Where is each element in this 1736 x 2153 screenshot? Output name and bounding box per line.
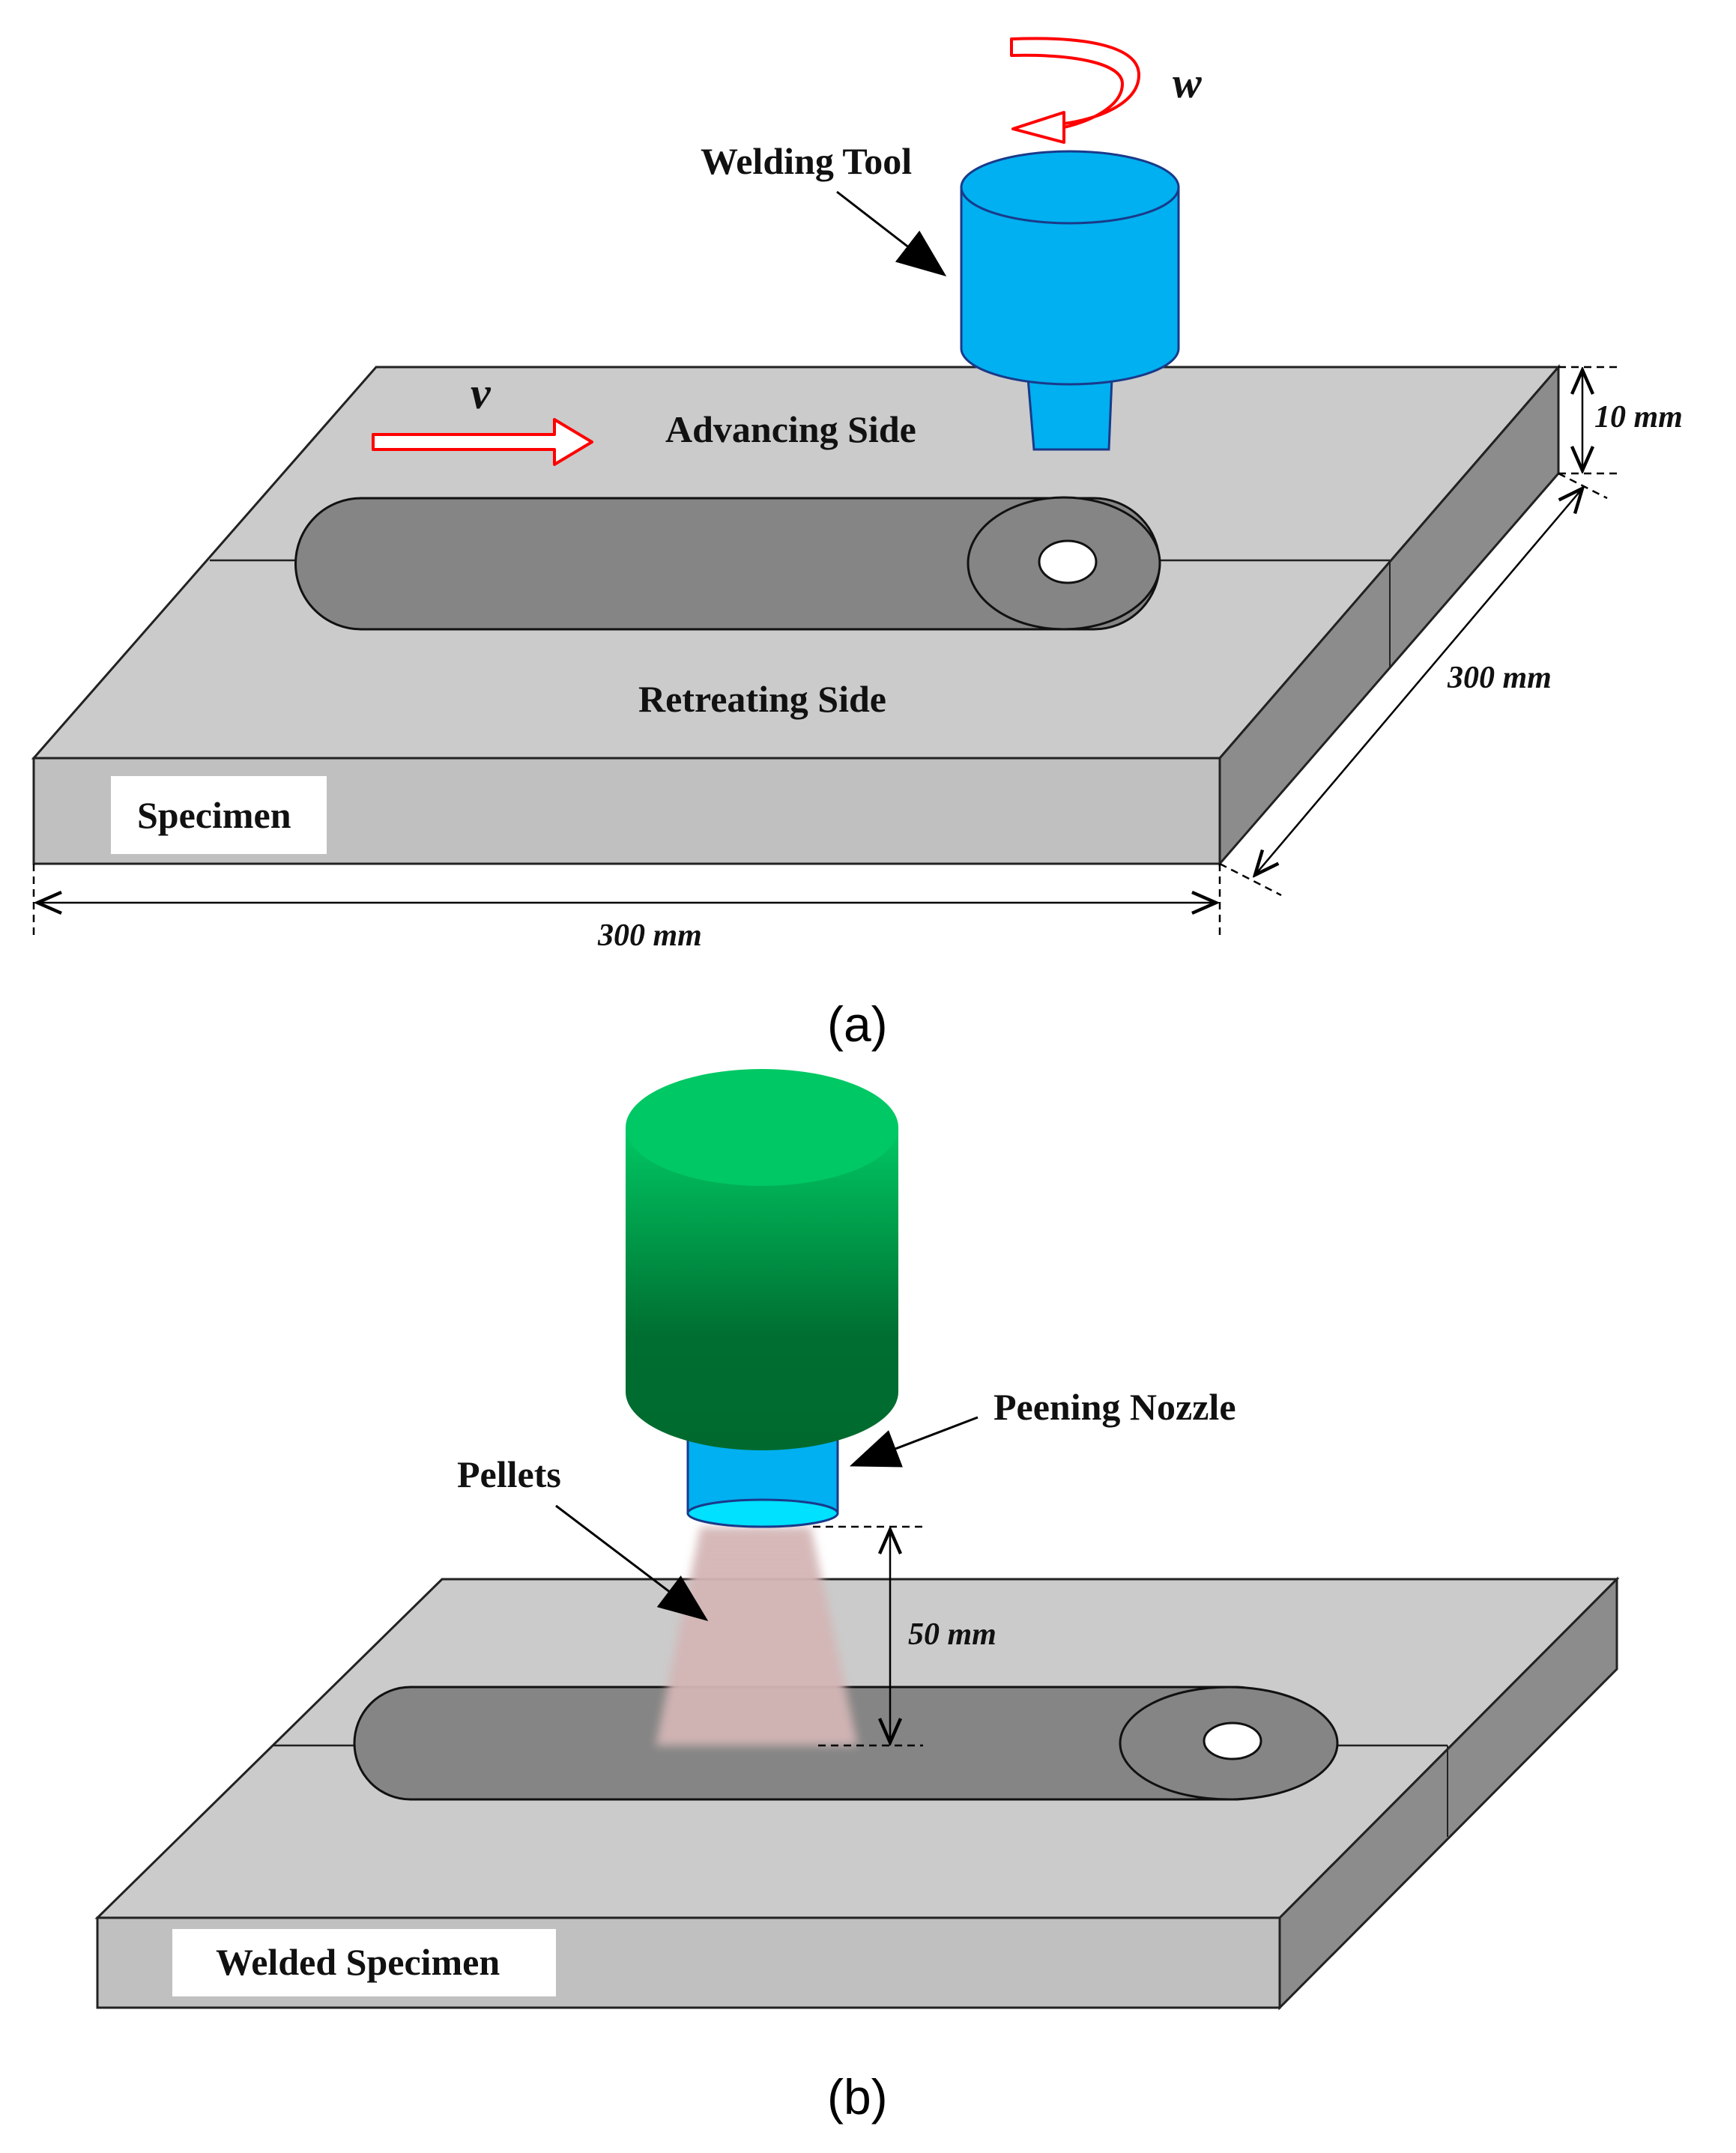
pellet-spray <box>656 1527 858 1745</box>
specimen-label-box-a: Specimen <box>111 776 327 854</box>
tool-body <box>960 186 1180 386</box>
width-value: 300 mm <box>597 918 702 953</box>
depth-dimension: 300 mm <box>1219 472 1608 897</box>
rotation-arrow: w <box>1010 37 1202 144</box>
weld-bead-a <box>294 496 1161 631</box>
depth-value: 300 mm <box>1447 661 1552 695</box>
weld-bead-track-a <box>294 497 1161 631</box>
panel-a: w v Welding Tool Advancing Side Retreati… <box>31 37 1683 1052</box>
specimen-label-bg-b <box>172 1929 556 1996</box>
depth-ext-bottom <box>1219 862 1282 897</box>
nozzle-leader-line <box>849 1416 979 1468</box>
tool-top <box>960 150 1180 225</box>
velocity-arrow: v <box>372 369 593 466</box>
nozzle-tip-opening <box>686 1498 839 1528</box>
pellet-spray-cone <box>656 1527 858 1745</box>
rotation-arrow-shape <box>1010 37 1140 144</box>
standoff-value: 50 mm <box>908 1617 996 1652</box>
velocity-arrow-shape <box>372 418 593 466</box>
panel-b: Peening Nozzle Pellets 50 mm Welded Spec… <box>94 1069 1620 2125</box>
panel-a-caption: (a) <box>827 996 888 1052</box>
nozzle-body <box>626 1127 898 1450</box>
thickness-value: 10 mm <box>1594 400 1683 434</box>
peening-nozzle-label: Peening Nozzle <box>993 1386 1236 1428</box>
rotation-symbol: w <box>1173 58 1202 107</box>
panel-b-caption: (b) <box>827 2069 888 2125</box>
specimen-label-b: Welded Specimen <box>216 1941 500 1983</box>
retreating-side-label: Retreating Side <box>638 678 886 720</box>
specimen-label-box-b: Welded Specimen <box>172 1929 556 1996</box>
pellets-leader-line <box>555 1504 709 1621</box>
standoff-dimension: 50 mm <box>813 1525 996 1747</box>
specimen-label-bg-a <box>111 776 327 854</box>
width-dimension: 300 mm <box>32 864 1221 953</box>
depth-arrow <box>1255 488 1582 875</box>
velocity-symbol: v <box>471 369 492 418</box>
tool-leader-line <box>836 190 947 277</box>
thickness-dimension: 10 mm <box>1558 366 1683 475</box>
nozzle-body-top <box>626 1069 898 1186</box>
pellets-label: Pellets <box>457 1453 561 1495</box>
advancing-side-label: Advancing Side <box>665 408 916 450</box>
peening-nozzle <box>626 1069 898 1528</box>
welding-tool-label: Welding Tool <box>701 140 912 182</box>
specimen-label-a: Specimen <box>137 794 291 836</box>
depth-ext-top <box>1558 472 1608 500</box>
exit-hole-a <box>1038 539 1098 584</box>
tool-pin <box>1026 377 1113 451</box>
welding-tool <box>960 150 1180 451</box>
exit-hole-b <box>1203 1722 1262 1760</box>
